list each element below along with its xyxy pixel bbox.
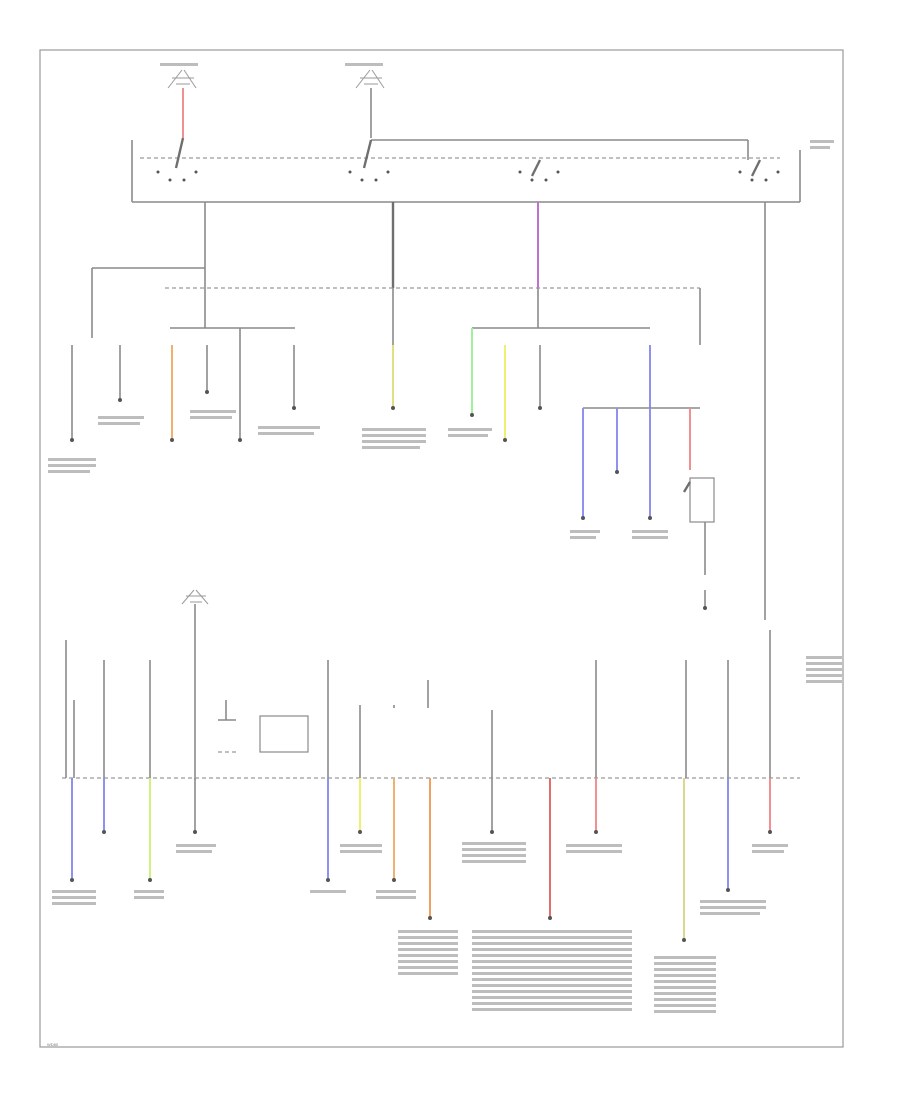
fuse-cluster-left — [70, 288, 296, 442]
module-box-lower — [259, 715, 309, 753]
illegible-labels — [48, 63, 842, 1013]
lower-feeds — [65, 630, 771, 778]
lower-outputs — [70, 778, 772, 942]
fuse-cluster-center — [391, 288, 395, 410]
battery-source-lower — [181, 589, 209, 780]
fuse-cluster-center-right — [470, 288, 651, 442]
ignition-switch — [131, 137, 801, 203]
diagram-code: WD80 — [47, 1042, 59, 1047]
diagram-frame — [39, 49, 844, 1048]
battery-source-left — [167, 69, 197, 138]
relay-box — [689, 477, 715, 523]
battery-source-right — [355, 69, 385, 138]
relay-cluster-right — [581, 407, 715, 610]
